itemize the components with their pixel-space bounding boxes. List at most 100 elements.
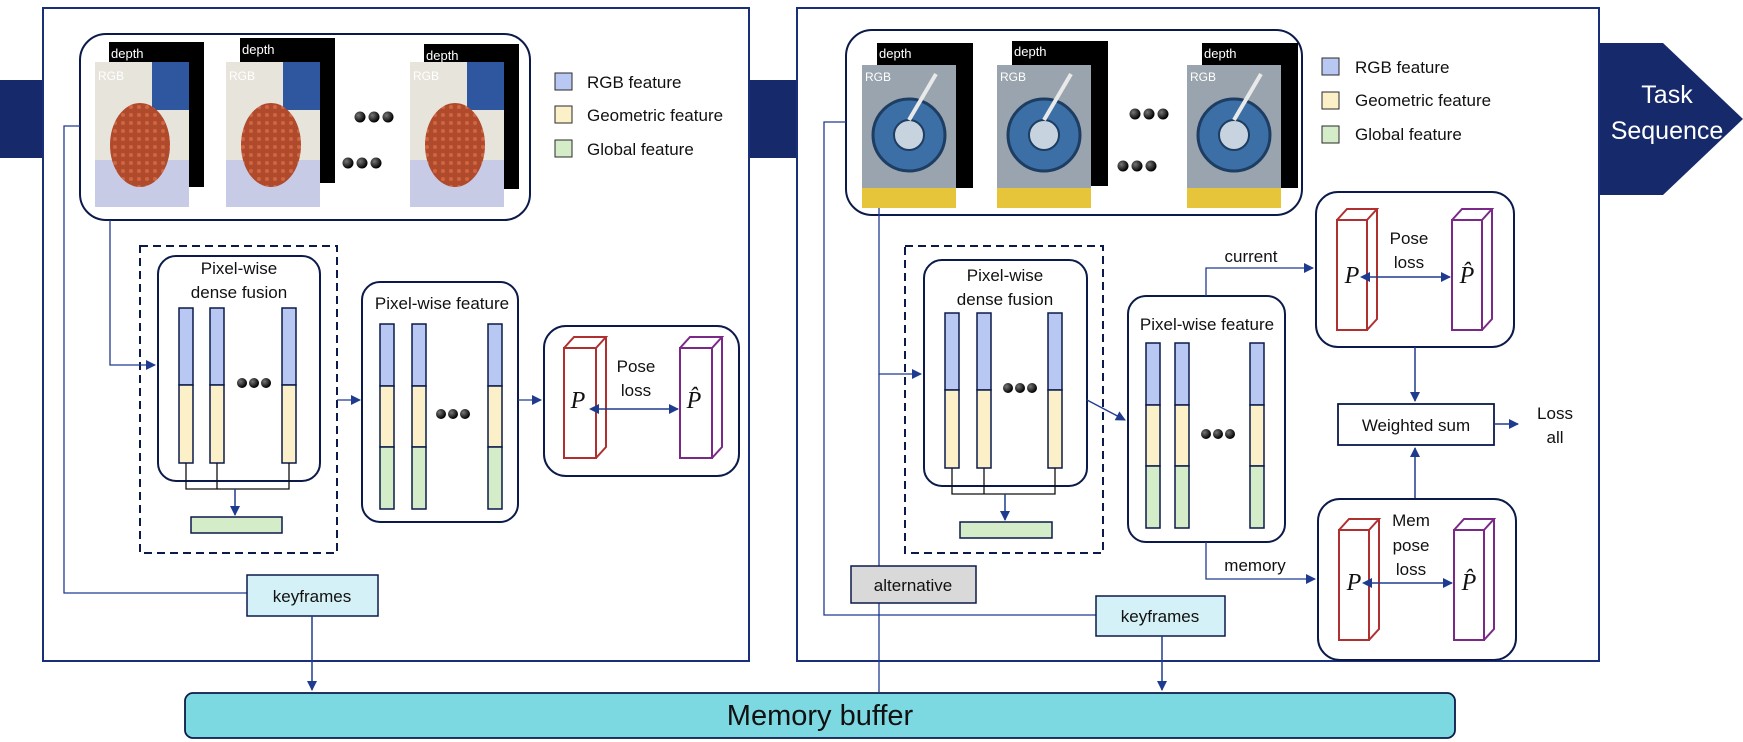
predicted-pose-symbol: P: [570, 388, 586, 414]
pixel-feature-title: Pixel-wise feature: [375, 294, 509, 313]
mem-loss-line3: loss: [1396, 560, 1426, 579]
input-to-keyframes-line: [823, 121, 1096, 616]
keyframes-label: keyframes: [1121, 607, 1199, 626]
left-fusion-dashed-box: [139, 245, 338, 554]
fusion-title-line1: Pixel-wise: [967, 266, 1044, 285]
alternative-box: [850, 565, 977, 604]
depth-label: depth: [1014, 44, 1047, 59]
scene-yellow-object: [862, 188, 956, 208]
pose-loss-line2: loss: [621, 381, 651, 400]
keyframes-label: keyframes: [273, 587, 351, 606]
right-frame-3: depth RGB: [1187, 43, 1298, 208]
right-fusion-box: [923, 259, 1088, 487]
ellipsis-icon: [354, 111, 394, 123]
predicted-pose-box: [563, 336, 609, 459]
rgb-object: [425, 103, 485, 187]
global-feature-swatch: [554, 139, 573, 158]
pixel-feature-column: [487, 323, 503, 510]
left-frame-2: depth RGB: [226, 38, 335, 207]
predicted-pose-symbol: P: [1346, 570, 1362, 596]
depth-label: depth: [426, 48, 459, 63]
scene-yellow-object: [1187, 188, 1281, 208]
global-feature-legend: Global feature: [587, 140, 694, 159]
banner-arrow-head: [1600, 43, 1743, 195]
rgb-label: RGB: [865, 70, 891, 84]
ground-truth-pose-box: [1451, 208, 1495, 331]
pixel-feature-column: [379, 323, 395, 510]
scene-yellow-object: [997, 188, 1091, 208]
fusion-title-line2: dense fusion: [191, 283, 287, 302]
rgb-label: RGB: [413, 69, 439, 83]
geometric-feature-legend: Geometric feature: [1355, 91, 1491, 110]
right-fusion-dashed-box: [904, 245, 1104, 554]
right-frame-1: depth RGB: [862, 43, 973, 208]
fusion-title-line1: Pixel-wise: [201, 259, 278, 278]
ellipsis-icon: [1003, 383, 1037, 393]
ellipsis-icon: [342, 157, 382, 169]
depth-label: depth: [242, 42, 275, 57]
scene-blue-object: [467, 62, 504, 110]
memory-buffer: [184, 692, 1456, 739]
object-hub: [1028, 119, 1060, 151]
pixel-feature-column: [1249, 342, 1265, 529]
pixel-feature-column: [1174, 342, 1190, 529]
geometric-feature-swatch: [554, 105, 573, 124]
predicted-pose-symbol: P: [1344, 263, 1360, 289]
object-handle: [1232, 72, 1263, 122]
loss-all-line1: Loss: [1537, 404, 1573, 423]
global-feature-bar: [959, 521, 1053, 539]
mem-loss-line1: Mem: [1392, 511, 1430, 530]
alternative-label: alternative: [874, 576, 952, 595]
pixel-feature-title: Pixel-wise feature: [1140, 315, 1274, 334]
legend: RGB feature Geometric feature Global fea…: [1321, 57, 1491, 144]
ellipsis-icon: [1129, 108, 1169, 120]
fusion-feature-column: [1047, 312, 1063, 469]
pose-loss-line2: loss: [1394, 253, 1424, 272]
left-keyframes-box: [246, 574, 379, 617]
left-pose-loss-box: [543, 325, 740, 477]
ground-truth-pose-symbol: P̂: [686, 387, 702, 414]
ellipsis-icon: [1117, 160, 1157, 172]
rgb-feature-swatch: [1321, 57, 1340, 76]
left-fusion-box: [157, 255, 321, 482]
left-pixel-feature-box: [361, 281, 519, 523]
loss-all-line2: all: [1546, 428, 1563, 447]
rgb-label: RGB: [98, 69, 124, 83]
pixel-feature-column: [411, 323, 427, 510]
rgb-label: RGB: [1190, 70, 1216, 84]
ellipsis-icon: [237, 378, 271, 388]
legend: RGB feature Geometric feature Global fea…: [554, 72, 723, 159]
ground-truth-pose-symbol: P̂: [1461, 569, 1477, 596]
rgb-feature-legend: RGB feature: [587, 73, 682, 92]
object-handle: [907, 72, 938, 122]
rgb-object: [241, 103, 301, 187]
mem-loss-line2: pose: [1393, 536, 1430, 555]
pooling-connector: [951, 468, 1056, 495]
weighted-sum-label: Weighted sum: [1362, 416, 1470, 435]
rgb-label: RGB: [1000, 70, 1026, 84]
rgb-feature-swatch: [554, 72, 573, 91]
object-handle: [1042, 72, 1073, 122]
rgb-object: [110, 103, 170, 187]
depth-label: depth: [111, 46, 144, 61]
memory-branch-arrow: [1205, 542, 1316, 584]
fusion-title-line2: dense fusion: [957, 290, 1053, 309]
ground-truth-pose-box: [679, 336, 725, 459]
rgb-feature-legend: RGB feature: [1355, 58, 1450, 77]
depth-label: depth: [879, 46, 912, 61]
left-frame-3: depth RGB: [410, 44, 519, 207]
ellipsis-icon: [1201, 429, 1235, 439]
object-hub: [1218, 119, 1250, 151]
ground-truth-pose-box: [1453, 518, 1497, 641]
input-to-fusion-arrow: [109, 220, 156, 370]
sequence-label: Sequence: [1611, 117, 1724, 145]
rgb-label: RGB: [229, 69, 255, 83]
fusion-feature-column: [944, 312, 960, 469]
memory-buffer-label: Memory buffer: [727, 700, 914, 732]
global-feature-swatch: [1321, 125, 1340, 144]
fusion-feature-column: [209, 307, 225, 464]
pose-loss-line1: Pose: [617, 357, 656, 376]
memory-label: memory: [1224, 556, 1286, 575]
pixel-feature-column: [1145, 342, 1161, 529]
